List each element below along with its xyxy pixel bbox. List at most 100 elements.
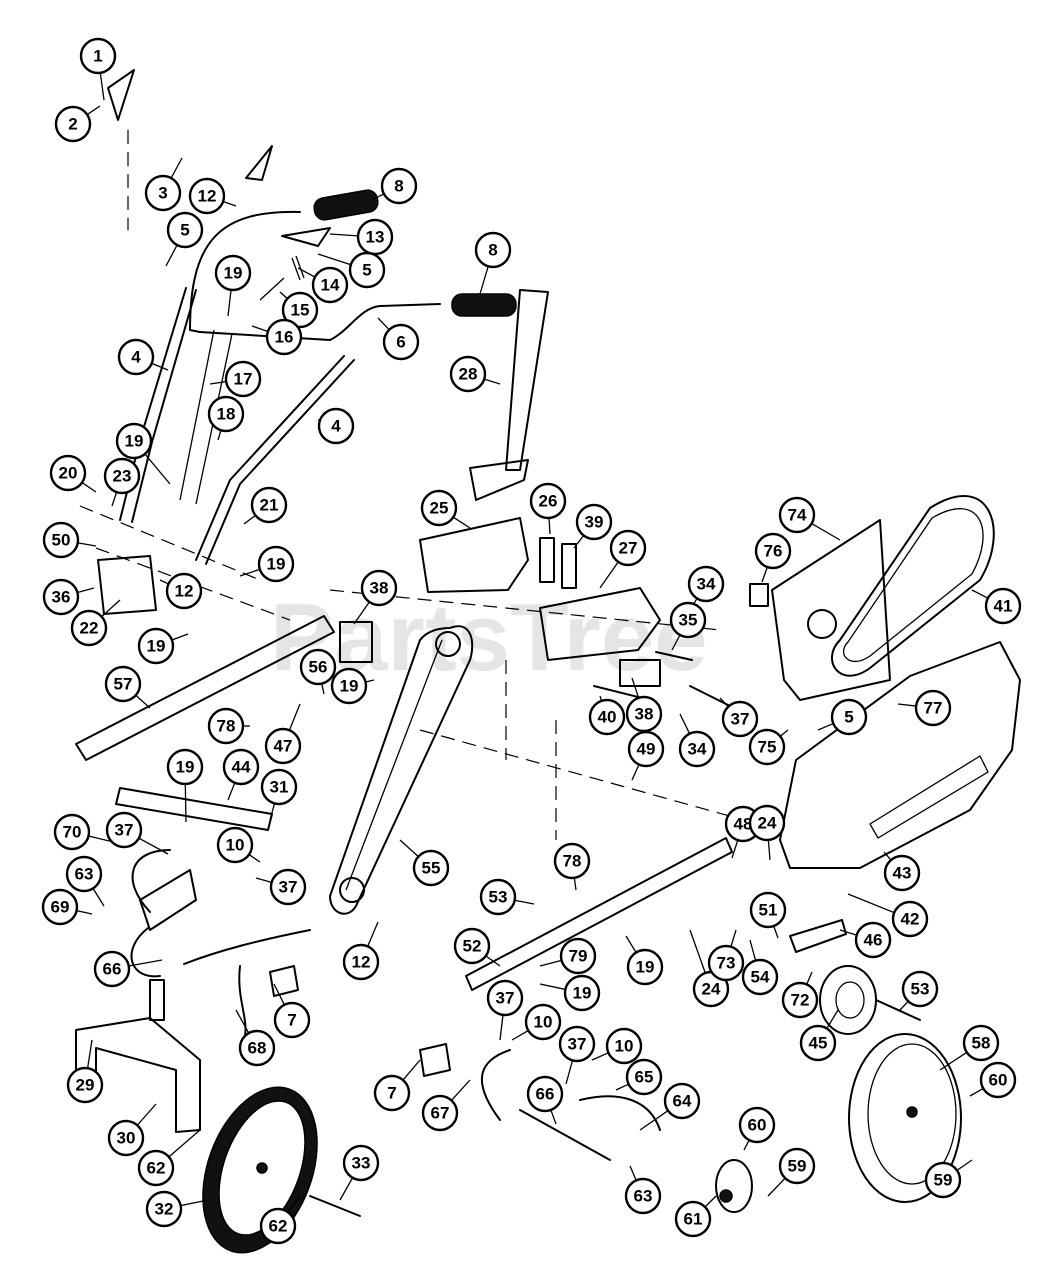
callout-18[interactable]: 18 (207, 395, 245, 433)
callout-57[interactable]: 57 (104, 665, 142, 703)
callout-63[interactable]: 63 (624, 1177, 662, 1215)
callout-37[interactable]: 37 (269, 868, 307, 906)
callout-6[interactable]: 6 (382, 323, 420, 361)
callout-40[interactable]: 40 (588, 698, 626, 736)
callout-10[interactable]: 10 (216, 826, 254, 864)
callout-12[interactable]: 12 (342, 943, 380, 981)
callout-73[interactable]: 73 (707, 944, 745, 982)
callout-60[interactable]: 60 (979, 1061, 1017, 1099)
callout-25[interactable]: 25 (420, 489, 458, 527)
callout-19[interactable]: 19 (214, 254, 252, 292)
callout-23[interactable]: 23 (103, 457, 141, 495)
callout-12[interactable]: 12 (165, 572, 203, 610)
callout-34[interactable]: 34 (687, 565, 725, 603)
callout-58[interactable]: 58 (962, 1024, 1000, 1062)
callout-19[interactable]: 19 (626, 948, 664, 986)
callout-66[interactable]: 66 (93, 950, 131, 988)
callout-66[interactable]: 66 (526, 1075, 564, 1113)
callout-46[interactable]: 46 (854, 921, 892, 959)
callout-3[interactable]: 3 (144, 174, 182, 212)
callout-37[interactable]: 37 (558, 1025, 596, 1063)
callout-33[interactable]: 33 (342, 1144, 380, 1182)
callout-59[interactable]: 59 (778, 1147, 816, 1185)
callout-19[interactable]: 19 (115, 422, 153, 460)
callout-56[interactable]: 56 (299, 648, 337, 686)
callout-35[interactable]: 35 (669, 601, 707, 639)
callout-44[interactable]: 44 (222, 748, 260, 786)
callout-65[interactable]: 65 (625, 1058, 663, 1096)
callout-5[interactable]: 5 (348, 251, 386, 289)
callout-32[interactable]: 32 (145, 1190, 183, 1228)
callout-51[interactable]: 51 (749, 891, 787, 929)
callout-12[interactable]: 12 (188, 177, 226, 215)
callout-5[interactable]: 5 (166, 211, 204, 249)
callout-62[interactable]: 62 (259, 1207, 297, 1245)
callout-42[interactable]: 42 (891, 900, 929, 938)
callout-31[interactable]: 31 (260, 768, 298, 806)
callout-52[interactable]: 52 (453, 927, 491, 965)
callout-61[interactable]: 61 (674, 1200, 712, 1238)
callout-20[interactable]: 20 (49, 454, 87, 492)
callout-43[interactable]: 43 (883, 854, 921, 892)
callout-2[interactable]: 2 (54, 105, 92, 143)
callout-67[interactable]: 67 (421, 1094, 459, 1132)
callout-24[interactable]: 24 (748, 804, 786, 842)
callout-19[interactable]: 19 (137, 627, 175, 665)
callout-55[interactable]: 55 (412, 849, 450, 887)
callout-63[interactable]: 63 (65, 855, 103, 893)
callout-59[interactable]: 59 (924, 1161, 962, 1199)
callout-37[interactable]: 37 (105, 811, 143, 849)
callout-72[interactable]: 72 (781, 981, 819, 1019)
callout-47[interactable]: 47 (264, 727, 302, 765)
callout-16[interactable]: 16 (265, 318, 303, 356)
callout-26[interactable]: 26 (529, 482, 567, 520)
callout-10[interactable]: 10 (524, 1003, 562, 1041)
callout-38[interactable]: 38 (625, 695, 663, 733)
callout-1[interactable]: 1 (79, 37, 117, 75)
callout-19[interactable]: 19 (330, 667, 368, 705)
callout-78[interactable]: 78 (553, 842, 591, 880)
callout-39[interactable]: 39 (575, 503, 613, 541)
callout-7[interactable]: 7 (373, 1074, 411, 1112)
callout-29[interactable]: 29 (66, 1066, 104, 1104)
callout-38[interactable]: 38 (360, 569, 398, 607)
callout-5[interactable]: 5 (830, 698, 868, 736)
callout-10[interactable]: 10 (605, 1027, 643, 1065)
callout-15[interactable]: 15 (281, 291, 319, 329)
callout-77[interactable]: 77 (914, 689, 952, 727)
callout-53[interactable]: 53 (479, 878, 517, 916)
callout-37[interactable]: 37 (486, 979, 524, 1017)
callout-79[interactable]: 79 (559, 937, 597, 975)
callout-76[interactable]: 76 (754, 532, 792, 570)
callout-60[interactable]: 60 (738, 1106, 776, 1144)
callout-64[interactable]: 64 (663, 1082, 701, 1120)
callout-28[interactable]: 28 (449, 355, 487, 393)
callout-27[interactable]: 27 (609, 529, 647, 567)
callout-69[interactable]: 69 (41, 888, 79, 926)
callout-54[interactable]: 54 (741, 958, 779, 996)
callout-70[interactable]: 70 (53, 813, 91, 851)
callout-13[interactable]: 13 (356, 218, 394, 256)
callout-19[interactable]: 19 (166, 748, 204, 786)
callout-50[interactable]: 50 (42, 521, 80, 559)
callout-7[interactable]: 7 (273, 1001, 311, 1039)
callout-45[interactable]: 45 (799, 1024, 837, 1062)
callout-4[interactable]: 4 (317, 407, 355, 445)
callout-75[interactable]: 75 (748, 728, 786, 766)
callout-49[interactable]: 49 (627, 730, 665, 768)
callout-53[interactable]: 53 (901, 970, 939, 1008)
callout-19[interactable]: 19 (563, 974, 601, 1012)
callout-8[interactable]: 8 (380, 167, 418, 205)
callout-8[interactable]: 8 (474, 231, 512, 269)
callout-68[interactable]: 68 (238, 1029, 276, 1067)
callout-74[interactable]: 74 (778, 496, 816, 534)
callout-37[interactable]: 37 (721, 700, 759, 738)
callout-30[interactable]: 30 (107, 1119, 145, 1157)
callout-41[interactable]: 41 (984, 587, 1022, 625)
callout-19[interactable]: 19 (257, 545, 295, 583)
callout-14[interactable]: 14 (311, 266, 349, 304)
callout-36[interactable]: 36 (42, 578, 80, 616)
callout-21[interactable]: 21 (250, 486, 288, 524)
callout-78[interactable]: 78 (207, 707, 245, 745)
callout-62[interactable]: 62 (137, 1149, 175, 1187)
